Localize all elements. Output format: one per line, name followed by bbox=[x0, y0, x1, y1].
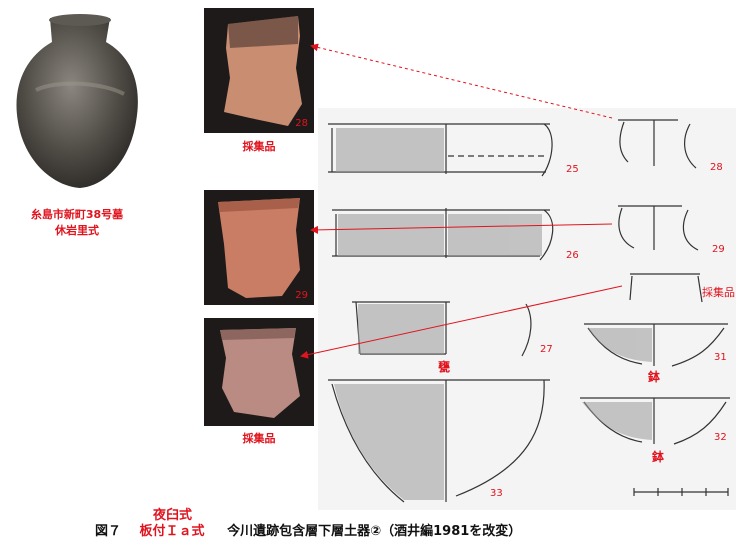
caption-figure-number: 図７ bbox=[95, 524, 122, 539]
photo-number-29: 29 bbox=[295, 290, 308, 301]
caption-type: 板付Ｉａ式 bbox=[139, 524, 205, 539]
pottery-drawing-panel: 25 26 27 33 28 29 31 32 採集品 甕 鉢 鉢 bbox=[318, 108, 736, 510]
arrow-28 bbox=[310, 43, 613, 119]
caption-title: 今川遺跡包含層下層土器②（酒井編1981を改変） bbox=[227, 524, 522, 539]
sherd-photo-29: 29 bbox=[204, 190, 314, 305]
drawing-number-31: 31 bbox=[714, 352, 727, 363]
pottery-drawings bbox=[328, 119, 730, 503]
sherd-photo-28: 28 bbox=[204, 8, 314, 133]
jar-photo bbox=[6, 10, 148, 190]
drawing-number-26: 26 bbox=[566, 250, 579, 261]
arrow-30 bbox=[300, 285, 623, 359]
pot-label: 甕 bbox=[438, 360, 451, 374]
jar-image bbox=[16, 14, 138, 188]
drawing-number-32: 32 bbox=[714, 432, 727, 443]
figure-caption: 図７ 板付Ｉａ式 今川遺跡包含層下層土器②（酒井編1981を改変） bbox=[95, 520, 521, 539]
drawing-number-29: 29 bbox=[712, 244, 725, 255]
drawing-number-27: 27 bbox=[540, 344, 553, 355]
sherd-30-image bbox=[220, 328, 300, 418]
photo-28-caption: 採集品 bbox=[242, 140, 276, 153]
jar-caption: 糸島市新町38号墓 休岩里式 bbox=[10, 206, 144, 238]
sherd-29-image bbox=[218, 198, 300, 298]
sherd-28-image bbox=[224, 16, 302, 126]
photo-number-28: 28 bbox=[295, 118, 308, 129]
drawing-collected-tag: 採集品 bbox=[702, 286, 735, 299]
bowl-label-32: 鉢 bbox=[652, 450, 665, 464]
sherd-photo-30 bbox=[204, 318, 314, 426]
drawing-number-33: 33 bbox=[490, 488, 503, 499]
jar-site-label: 糸島市新町38号墓 bbox=[30, 208, 124, 221]
arrow-29 bbox=[310, 223, 613, 234]
bowl-label-31: 鉢 bbox=[648, 370, 661, 384]
caption-upper-type: 夜臼式 bbox=[153, 508, 193, 523]
photo-30-caption: 採集品 bbox=[242, 432, 276, 445]
drawing-number-25: 25 bbox=[566, 164, 579, 175]
drawing-number-28: 28 bbox=[710, 162, 723, 173]
jar-type-label: 休岩里式 bbox=[55, 224, 99, 237]
